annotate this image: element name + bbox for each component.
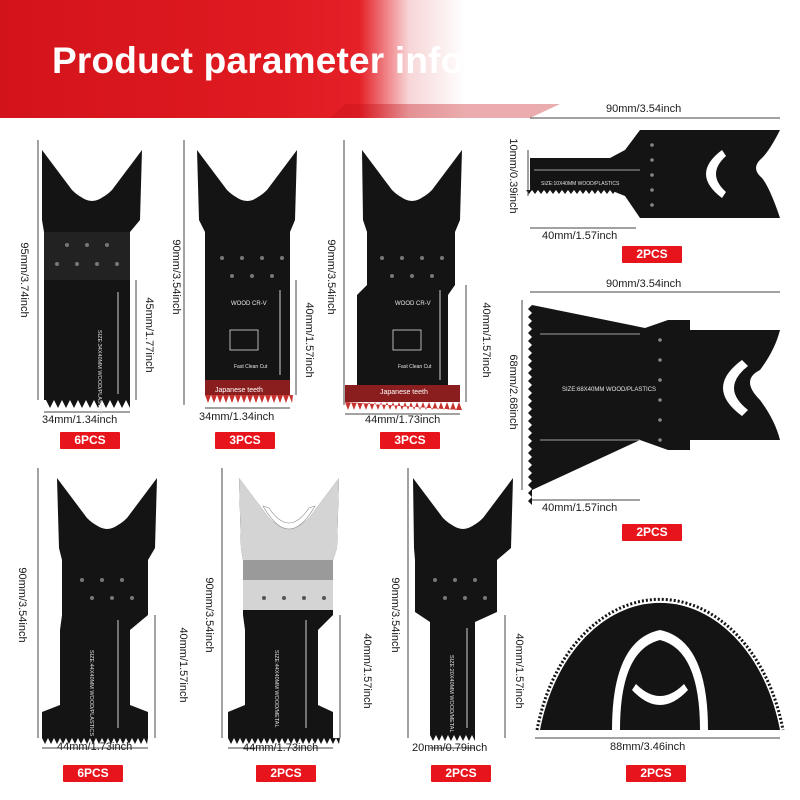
blade-5-width: 40mm/1.57inch	[542, 502, 618, 514]
blade-8-width: 20mm/0.79inch	[412, 742, 488, 754]
blade-3-stamp-top: WOOD CR-V	[395, 301, 431, 307]
blade-1-qty-badge: 6PCS	[60, 432, 120, 449]
page-title: Product parameter information	[52, 40, 601, 81]
blade-4-width: 40mm/1.57inch	[542, 230, 618, 242]
blade-3-width: 44mm/1.73inch	[365, 414, 441, 426]
blade-9-stamp-size: SIZE:3-1/2"88mm	[624, 577, 688, 586]
blade-6-qty-badge: 6PCS	[63, 765, 123, 782]
blade-5-qty-badge: 2PCS	[622, 524, 682, 541]
blade-3-stamp-bottom: Japanese teeth	[380, 389, 428, 396]
blade-7-qty-badge: 2PCS	[256, 765, 316, 782]
blade-4-length: 90mm/3.54inch	[606, 103, 682, 115]
blade-4-qty-badge: 2PCS	[622, 246, 682, 263]
blade-7-stamp: SIZE:44X40MM WOOD/METAL	[273, 650, 279, 728]
blade-5-length: 90mm/3.54inch	[606, 278, 682, 290]
blade-8-stamp: SIZE:20X40MM WOOD/METAL	[448, 655, 454, 733]
blade-4-stamp: SIZE:10X40MM WOOD/PLASTICS	[541, 181, 620, 187]
blade-2-stamp-mid: Fast Clean Cut	[234, 364, 268, 370]
blade-8-qty-badge: 2PCS	[431, 765, 491, 782]
blade-5-stamp: SIZE:68X40MM WOOD/PLASTICS	[562, 387, 656, 393]
blade-2-qty-badge: 3PCS	[215, 432, 275, 449]
blade-1-width: 34mm/1.34inch	[42, 414, 118, 426]
blade-3-stamp-mid: Fast Clean Cut	[398, 364, 432, 370]
blade-7-width: 44mm/1.73inch	[243, 742, 319, 754]
blade-9-qty-badge: 2PCS	[626, 765, 686, 782]
blade-3-qty-badge: 3PCS	[380, 432, 440, 449]
blade-6-width: 44mm/1.73inch	[57, 741, 133, 753]
blade-2-stamp-top: WOOD CR-V	[231, 301, 267, 307]
blade-1-stamp: SIZE:34X40MM WOOD/PLASTICS	[96, 330, 102, 417]
blade-6-stamp: SIZE:44X40MM WOOD/PLASTICS	[88, 650, 94, 737]
blade-9-width: 88mm/3.46inch	[610, 741, 686, 753]
blade-9-stamp-material: WOOD/PLASTICS	[624, 589, 691, 598]
blade-2-stamp-bottom: Japanese teeth	[215, 387, 263, 394]
blade-2-width: 34mm/1.34inch	[199, 411, 275, 423]
